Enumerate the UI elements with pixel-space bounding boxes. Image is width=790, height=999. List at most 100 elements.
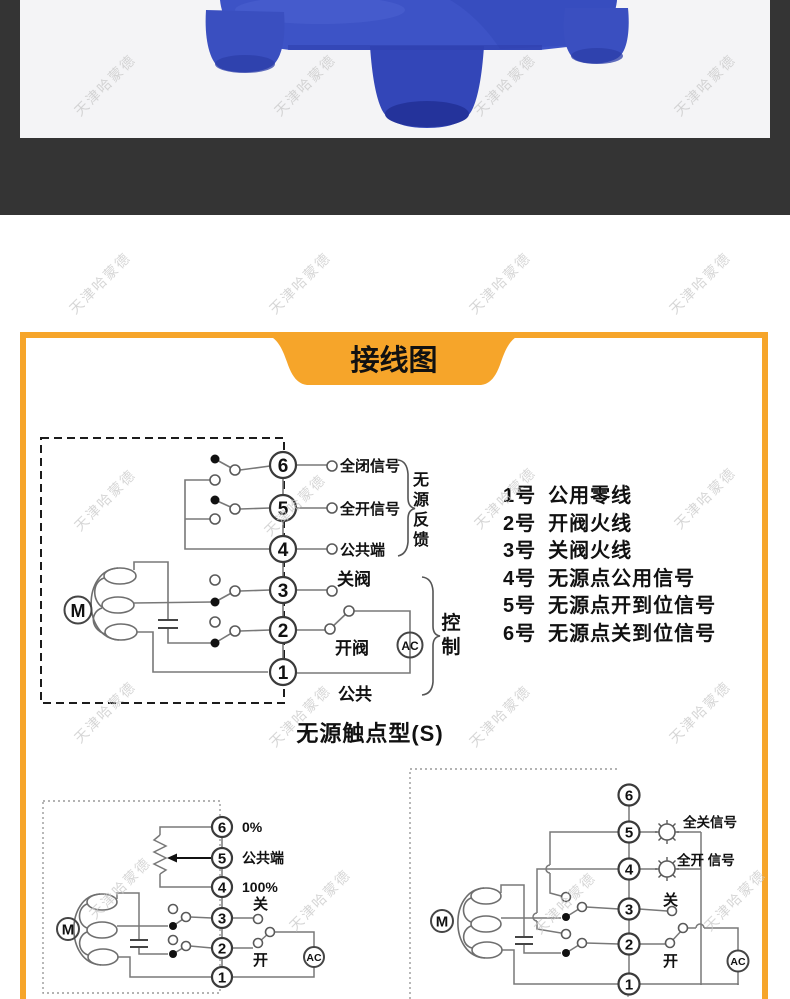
watermark-text: 天津哈蒙德 xyxy=(66,249,134,317)
terminal-legend: 1号公用零线 2号开阀火线 3号关阀火线 4号无源点公用信号 5号无源点开到位信… xyxy=(503,483,716,648)
legend-no: 4号 xyxy=(503,567,537,590)
terminal-strip: 6 5 4 3 2 1 xyxy=(617,783,641,996)
lamp-close-icon xyxy=(655,820,679,844)
svg-text:全闭信号: 全闭信号 xyxy=(339,457,400,475)
watermark-text: 天津哈蒙德 xyxy=(266,249,334,317)
svg-text:开阀: 开阀 xyxy=(335,638,369,658)
svg-text:4: 4 xyxy=(278,540,289,561)
ac-source-icon: AC xyxy=(726,949,750,973)
svg-text:1: 1 xyxy=(278,663,289,684)
svg-text:M: M xyxy=(436,914,449,931)
legend-no: 6号 xyxy=(503,622,537,645)
svg-text:关: 关 xyxy=(253,895,268,913)
terminal-strip: 6 5 4 3 2 1 xyxy=(268,450,298,687)
svg-text:4: 4 xyxy=(218,880,227,897)
motor-m-symbol: M xyxy=(56,917,80,941)
motor-m-symbol: M xyxy=(63,595,93,625)
svg-text:AC: AC xyxy=(730,956,746,968)
legend-row: 6号无源点关到位信号 xyxy=(503,621,716,649)
svg-text:公共: 公共 xyxy=(338,685,372,704)
svg-text:关阀: 关阀 xyxy=(337,569,371,589)
svg-text:3: 3 xyxy=(218,911,226,928)
svg-text:源: 源 xyxy=(413,490,429,509)
svg-text:6: 6 xyxy=(218,820,226,837)
legend-no: 1号 xyxy=(503,485,537,507)
diagram-potentiometer-type: M 6 5 4 3 2 1 AC 0% 公共端 100% 关 开 xyxy=(42,800,325,994)
diagram1-labels: 全闭信号 全开信号 公共端 关阀 开阀 公共 无 源 反 馈 控 制 xyxy=(335,457,461,704)
enclosure-dotted-border xyxy=(42,800,221,994)
legend-label: 公用零线 xyxy=(548,485,633,507)
legend-label: 开阀火线 xyxy=(548,512,633,535)
svg-text:全开 信号: 全开 信号 xyxy=(676,852,735,868)
potentiometer-icon xyxy=(152,834,212,875)
svg-text:全开信号: 全开信号 xyxy=(339,500,400,518)
svg-text:2: 2 xyxy=(278,621,289,642)
svg-text:M: M xyxy=(62,922,75,939)
limit-switch-contacts xyxy=(209,454,355,648)
capacitor-icon xyxy=(515,936,533,945)
svg-text:反: 反 xyxy=(413,511,429,529)
watermark-text: 天津哈蒙德 xyxy=(466,249,534,317)
feedback-brace xyxy=(397,459,416,557)
product-photo xyxy=(20,0,770,138)
svg-text:AC: AC xyxy=(401,639,419,653)
terminal-strip: 6 5 4 3 2 1 xyxy=(210,815,234,989)
motor-winding-icon xyxy=(73,893,119,966)
svg-text:1: 1 xyxy=(218,970,226,987)
svg-text:2: 2 xyxy=(625,937,633,954)
legend-no: 3号 xyxy=(503,540,537,562)
svg-text:5: 5 xyxy=(218,851,226,868)
lamp-open-icon xyxy=(655,857,679,881)
banner-shape xyxy=(259,332,529,385)
svg-text:5: 5 xyxy=(278,499,289,520)
legend-label: 无源点开到位信号 xyxy=(548,595,717,617)
svg-text:6: 6 xyxy=(625,788,633,805)
legend-no: 5号 xyxy=(503,595,537,617)
diagram-passive-contact: M 6 5 4 3 2 1 AC 全闭信号 全开信号 公共端 关阀 xyxy=(40,437,461,704)
legend-no: 2号 xyxy=(503,512,537,535)
wiring-banner: 接线图 xyxy=(259,332,529,385)
capacitor-icon xyxy=(158,619,178,629)
ac-source-icon: AC xyxy=(303,946,325,968)
svg-text:0%: 0% xyxy=(242,819,263,835)
svg-text:3: 3 xyxy=(625,902,633,919)
control-brace xyxy=(421,576,441,696)
legend-row: 1号公用零线 xyxy=(503,483,716,511)
diagram1-caption: 无源触点型(S) xyxy=(296,721,444,746)
svg-text:控: 控 xyxy=(441,611,460,634)
svg-text:6: 6 xyxy=(278,456,289,477)
legend-row: 2号开阀火线 xyxy=(503,511,716,539)
svg-text:5: 5 xyxy=(625,825,633,842)
svg-text:全关信号: 全关信号 xyxy=(682,814,737,830)
svg-text:M: M xyxy=(71,601,86,621)
legend-row: 3号关阀火线 xyxy=(503,538,716,566)
legend-row: 5号无源点开到位信号 xyxy=(503,593,716,621)
limit-switch-contacts xyxy=(560,891,689,957)
enclosure-dotted-border xyxy=(409,768,629,999)
legend-label: 无源点公用信号 xyxy=(548,567,696,590)
capacitor-icon xyxy=(130,939,148,948)
svg-text:公共端: 公共端 xyxy=(340,541,385,559)
legend-label: 无源点关到位信号 xyxy=(548,622,717,645)
svg-text:AC: AC xyxy=(306,952,322,964)
svg-text:开: 开 xyxy=(663,953,678,970)
wiring-card xyxy=(20,332,768,999)
limit-switch-contacts xyxy=(167,903,276,958)
diagram3-labels: 全关信号 全开 信号 关 开 xyxy=(663,814,737,970)
svg-text:2: 2 xyxy=(218,941,226,958)
svg-text:4: 4 xyxy=(625,862,634,879)
svg-text:公共端: 公共端 xyxy=(242,850,284,866)
svg-text:3: 3 xyxy=(278,581,289,602)
ac-source-icon: AC xyxy=(396,631,424,659)
motor-winding-icon xyxy=(90,567,138,641)
diagram-lamp-feedback: M 6 5 4 3 2 xyxy=(409,768,750,999)
legend-row: 4号无源点公用信号 xyxy=(503,566,716,594)
svg-text:开: 开 xyxy=(253,952,268,969)
svg-text:1: 1 xyxy=(625,977,633,994)
enclosure-dashed-border xyxy=(40,437,285,704)
watermark-text: 天津哈蒙德 xyxy=(666,249,734,317)
blue-actuator-image xyxy=(180,0,629,128)
svg-text:100%: 100% xyxy=(242,879,278,895)
svg-text:无: 无 xyxy=(412,471,429,489)
